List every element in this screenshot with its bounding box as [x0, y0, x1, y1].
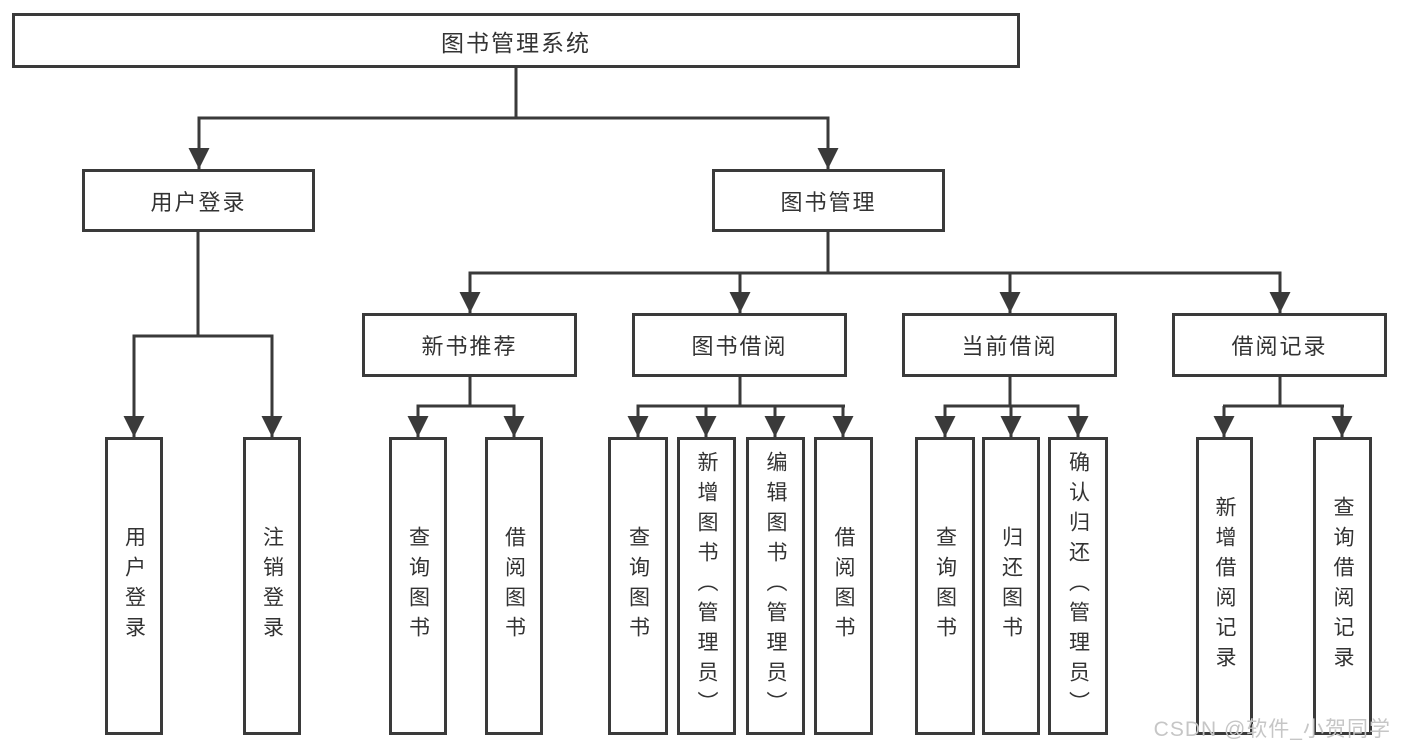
node-book-management: 图书管理 — [712, 169, 945, 232]
leaf-query-books-current-label: 查询图书 — [933, 526, 957, 646]
leaf-borrow-books-borrow-label: 借阅图书 — [832, 526, 856, 646]
node-new-book-recommend: 新书推荐 — [362, 313, 577, 377]
node-borrow-records: 借阅记录 — [1172, 313, 1387, 377]
leaf-borrow-books-borrow: 借阅图书 — [814, 437, 873, 735]
leaf-query-borrow-record: 查询借阅记录 — [1313, 437, 1372, 735]
node-book-borrow: 图书借阅 — [632, 313, 847, 377]
leaf-confirm-return-admin-label: 确认归还（管理员） — [1066, 451, 1090, 721]
leaf-edit-books-admin-label: 编辑图书（管理员） — [764, 451, 788, 721]
node-borrow-records-label: 借阅记录 — [1231, 334, 1328, 359]
leaf-query-books-current: 查询图书 — [915, 437, 975, 735]
leaf-logout: 注销登录 — [243, 437, 301, 735]
leaf-query-books-borrow: 查询图书 — [608, 437, 668, 735]
leaf-query-books-borrow-label: 查询图书 — [626, 526, 650, 646]
leaf-logout-label: 注销登录 — [260, 526, 284, 646]
leaf-borrow-books-recommend-label: 借阅图书 — [502, 526, 526, 646]
node-root-label: 图书管理系统 — [441, 29, 591, 56]
connector-arrows — [123, 118, 1353, 437]
node-new-book-recommend-label: 新书推荐 — [421, 334, 518, 359]
leaf-query-borrow-record-label: 查询借阅记录 — [1331, 496, 1355, 676]
leaf-add-borrow-record: 新增借阅记录 — [1196, 437, 1253, 735]
node-root: 图书管理系统 — [12, 13, 1020, 68]
watermark: CSDN @软件_小贺同学 — [1153, 718, 1391, 741]
leaf-borrow-books-recommend: 借阅图书 — [485, 437, 543, 735]
leaf-user-login-label: 用户登录 — [122, 526, 146, 646]
leaf-confirm-return-admin: 确认归还（管理员） — [1048, 437, 1108, 735]
node-user-login-label: 用户登录 — [150, 189, 247, 215]
leaf-user-login: 用户登录 — [105, 437, 163, 735]
node-current-borrow: 当前借阅 — [902, 313, 1117, 377]
node-book-management-label: 图书管理 — [780, 189, 877, 215]
leaf-add-books-admin-label: 新增图书（管理员） — [695, 451, 719, 721]
leaf-query-books-recommend: 查询图书 — [389, 437, 447, 735]
node-user-login: 用户登录 — [82, 169, 315, 232]
node-book-borrow-label: 图书借阅 — [691, 334, 788, 359]
leaf-add-books-admin: 新增图书（管理员） — [677, 437, 736, 735]
leaf-edit-books-admin: 编辑图书（管理员） — [746, 437, 805, 735]
leaf-add-borrow-record-label: 新增借阅记录 — [1213, 496, 1237, 676]
leaf-return-books: 归还图书 — [982, 437, 1040, 735]
leaf-query-books-recommend-label: 查询图书 — [406, 526, 430, 646]
leaf-return-books-label: 归还图书 — [999, 526, 1023, 646]
node-current-borrow-label: 当前借阅 — [961, 334, 1058, 359]
